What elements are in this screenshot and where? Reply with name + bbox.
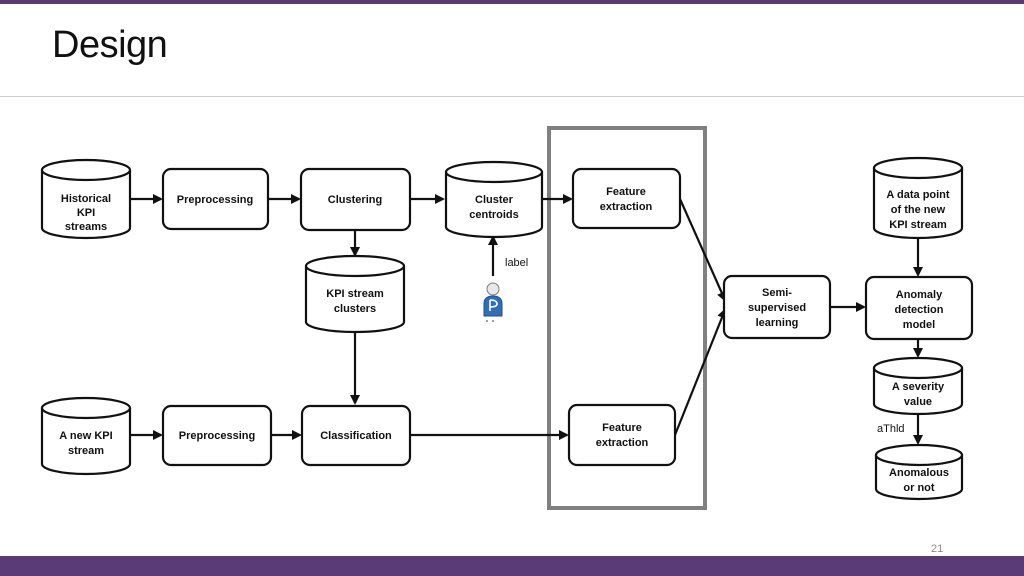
operator-person-icon — [483, 282, 503, 322]
cylinder-cluster-centroids: Cluster centroids — [444, 160, 544, 239]
cylinder-data-point-new-kpi: A data point of the new KPI stream — [872, 156, 964, 240]
anomaly-model-line3: model — [903, 319, 935, 331]
box-preprocessing-top: Preprocessing — [161, 167, 270, 231]
historical-kpi-line2: KPI — [77, 207, 95, 219]
clustering-label: Clustering — [328, 194, 382, 206]
semi-line3: learning — [756, 317, 799, 329]
severity-line2: value — [904, 396, 932, 408]
edge-feature-top-to-semi — [678, 198, 727, 302]
data-point-line1: A data point — [886, 189, 949, 201]
cluster-centroids-line2: centroids — [469, 209, 519, 221]
label-edge-text: label — [505, 257, 528, 269]
severity-line1: A severity — [892, 381, 945, 393]
cylinder-new-kpi-stream: A new KPI stream — [40, 396, 132, 476]
semi-line1: Semi- — [762, 287, 792, 299]
title-divider — [0, 96, 1024, 97]
box-classification: Classification — [300, 404, 412, 467]
anomaly-model-line1: Anomaly — [896, 289, 943, 301]
data-point-line2: of the new — [891, 204, 946, 216]
box-anomaly-detection-model: Anomaly detection model — [864, 275, 974, 341]
cylinder-kpi-stream-clusters: KPI stream clusters — [304, 254, 406, 334]
box-preprocessing-bottom: Preprocessing — [161, 404, 273, 467]
historical-kpi-line3: streams — [65, 221, 107, 233]
page-number: 21 — [931, 543, 944, 555]
kpi-clusters-line2: clusters — [334, 303, 376, 315]
feature-top-line2: extraction — [600, 201, 653, 213]
box-feature-extraction-top: Feature extraction — [571, 167, 682, 230]
classification-label: Classification — [320, 430, 392, 442]
feature-bottom-line2: extraction — [596, 437, 649, 449]
box-semi-supervised-learning: Semi- supervised learning — [722, 274, 832, 340]
preprocessing-bottom-label: Preprocessing — [179, 430, 255, 442]
preprocessing-top-label: Preprocessing — [177, 194, 253, 206]
historical-kpi-line1: Historical — [61, 193, 111, 205]
feature-extraction-highlight-frame — [547, 126, 707, 510]
semi-line2: supervised — [748, 302, 806, 314]
box-feature-extraction-bottom: Feature extraction — [567, 403, 677, 467]
new-kpi-line1: A new KPI — [59, 430, 112, 442]
feature-top-line1: Feature — [606, 186, 646, 198]
cylinder-severity-value: A severity value — [872, 356, 964, 416]
edge-feature-bottom-to-semi — [673, 308, 727, 436]
cluster-centroids-line1: Cluster — [475, 194, 514, 206]
anomalous-line2: or not — [903, 482, 934, 494]
anomaly-model-line2: detection — [895, 304, 944, 316]
anomalous-line1: Anomalous — [889, 467, 949, 479]
bottom-accent-bar — [0, 556, 1024, 576]
top-accent-bar — [0, 0, 1024, 4]
box-clustering: Clustering — [299, 167, 412, 232]
cylinder-historical-kpi-streams: Historical KPI streams — [40, 158, 132, 240]
cylinder-anomalous-or-not: Anomalous or not — [874, 443, 964, 501]
kpi-clusters-line1: KPI stream — [326, 288, 384, 300]
feature-bottom-line1: Feature — [602, 422, 642, 434]
new-kpi-line2: stream — [68, 445, 104, 457]
slide-title: Design — [52, 24, 168, 66]
data-point-line3: KPI stream — [889, 219, 947, 231]
athld-edge-text: aThld — [877, 423, 905, 435]
